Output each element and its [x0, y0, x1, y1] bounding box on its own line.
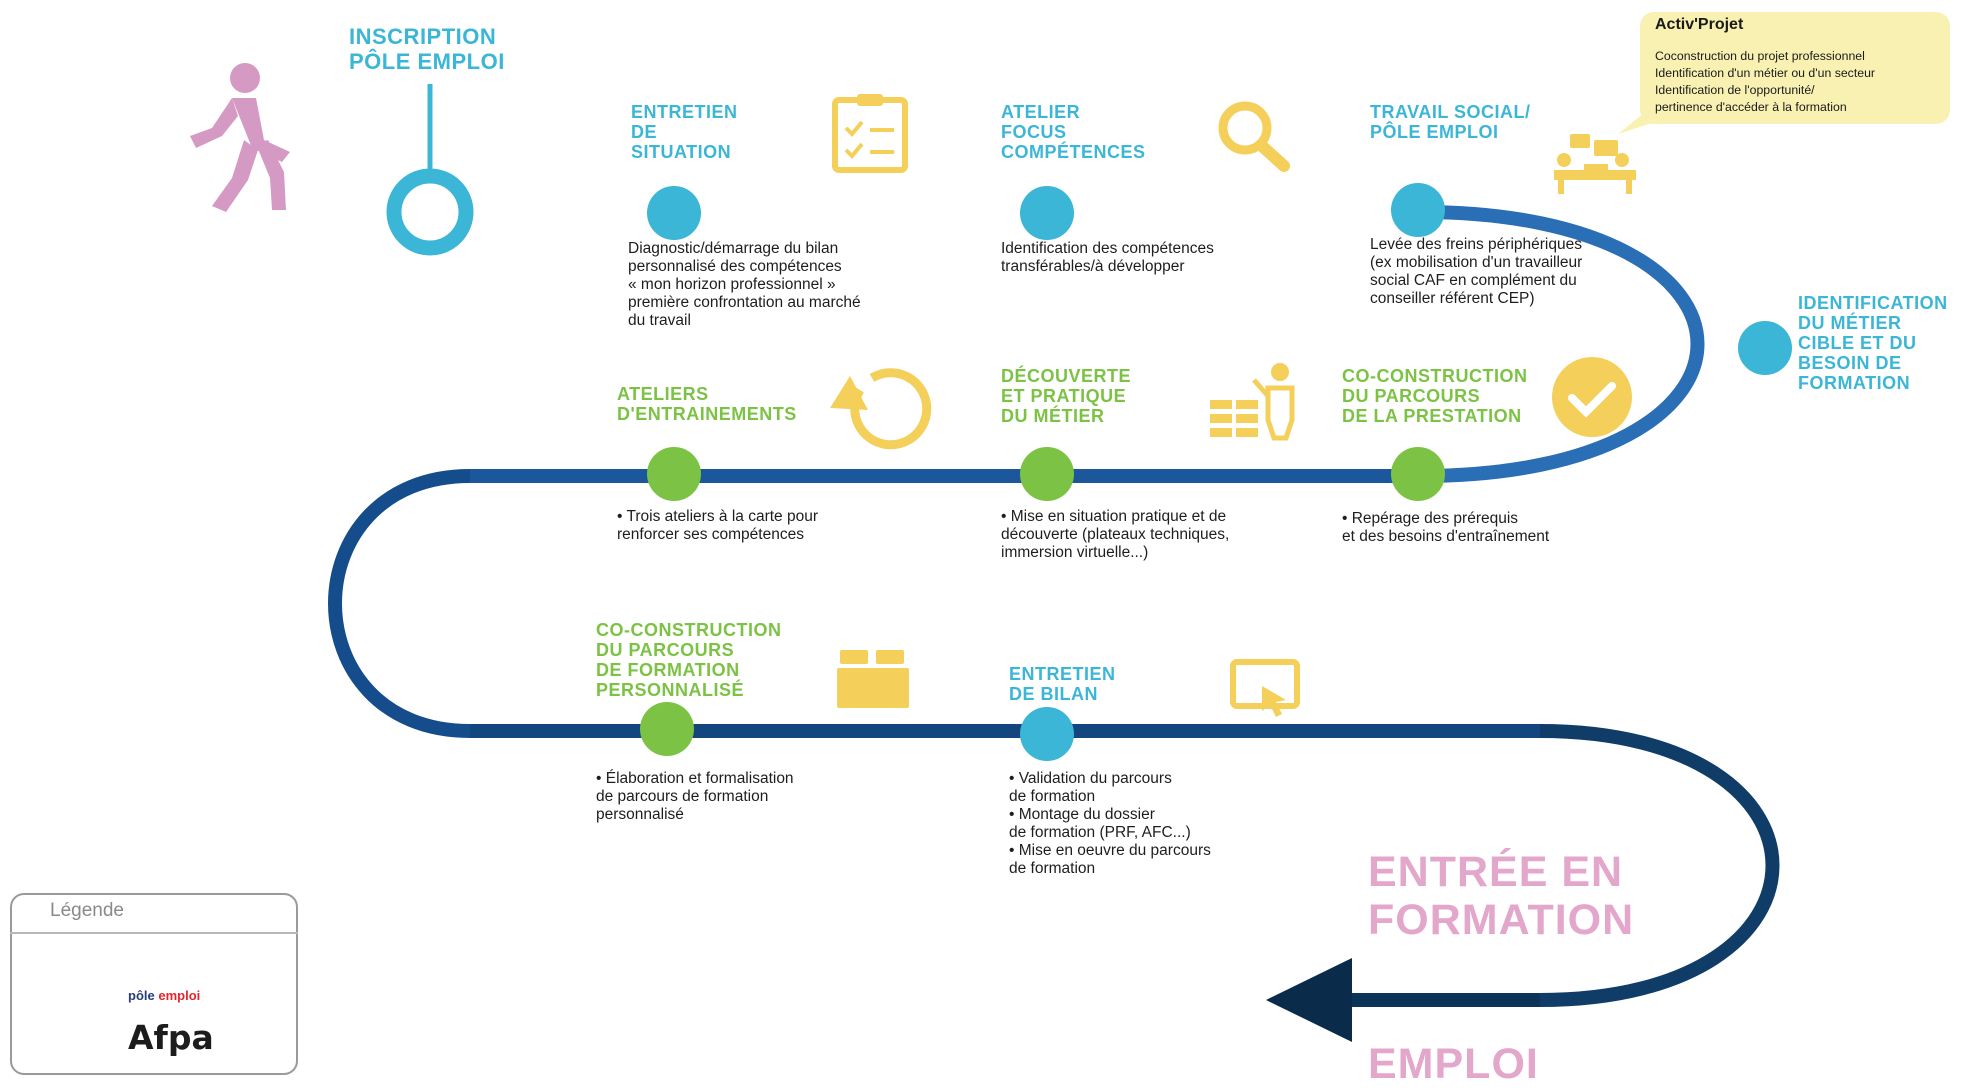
- building-blocks-icon: [837, 650, 909, 708]
- refresh-icon: [830, 368, 932, 450]
- step-title-entretien-bilan: ENTRETIEN DE BILAN: [1009, 664, 1116, 704]
- arrow-head: [1266, 958, 1352, 1042]
- legend-pole-emploi-label: pôle emploi: [128, 988, 200, 1003]
- step-title-co-construction-prestation: CO-CONSTRUCTION DU PARCOURS DE LA PRESTA…: [1342, 366, 1528, 426]
- path-curve-right-2: [1539, 724, 1780, 1007]
- legend-title: Légende: [50, 900, 124, 921]
- start-marker-ring: [386, 168, 474, 256]
- step-title-travail-social: TRAVAIL SOCIAL/ PÔLE EMPLOI: [1370, 102, 1531, 142]
- check-badge-icon: [1552, 357, 1632, 437]
- step-dot-identification: [1738, 321, 1792, 375]
- step-text-co-construction-prestation: • Repérage des prérequis et des besoins …: [1342, 510, 1550, 545]
- step-title-ateliers: ATELIERS D'ENTRAINEMENTS: [617, 384, 797, 424]
- step-dot-entretien-bilan: [1020, 707, 1074, 761]
- magnifier-icon: [1218, 101, 1290, 172]
- step-title-co-construction-formation: CO-CONSTRUCTION DU PARCOURS DE FORMATION…: [596, 620, 782, 700]
- step-text-atelier-focus: Identification des compétences transféra…: [1001, 240, 1214, 275]
- step-text-co-construction-formation: • Élaboration et formalisation de parcou…: [596, 770, 794, 823]
- step-text-decouverte: • Mise en situation pratique et de décou…: [1001, 508, 1230, 561]
- step-text-travail-social: Levée des freins périphériques (ex mobil…: [1370, 236, 1583, 307]
- callout-text: Coconstruction du projet professionnel I…: [1655, 49, 1876, 114]
- path-curve-right-1: [1419, 205, 1705, 483]
- touch-screen-icon: [1230, 659, 1300, 717]
- step-dot-entretien-situation: [647, 186, 701, 240]
- callout-title: Activ'Projet: [1655, 16, 1744, 33]
- meeting-icon: [1554, 134, 1636, 194]
- step-dot-co-construction-prestation: [1391, 447, 1445, 501]
- legend-pole-label-accent: emploi: [158, 988, 201, 1003]
- step-dot-atelier-focus: [1020, 186, 1074, 240]
- step-title-atelier-focus: ATELIER FOCUS COMPÉTENCES: [1001, 102, 1146, 162]
- start-title: INSCRIPTION PÔLE EMPLOI: [349, 24, 505, 74]
- step-title-decouverte: DÉCOUVERTE ET PRATIQUE DU MÉTIER: [1001, 366, 1132, 426]
- legend-pole-label-main: pôle: [128, 988, 155, 1003]
- step-text-ateliers: • Trois ateliers à la carte pour renforc…: [617, 508, 818, 543]
- end-emploi-label: EMPLOI: [1368, 1040, 1539, 1088]
- step-dot-travail-social: [1391, 183, 1445, 237]
- step-dot-decouverte: [1020, 447, 1074, 501]
- person-walking-icon: [190, 63, 290, 212]
- legend-box: [10, 893, 298, 1075]
- step-title-identification: IDENTIFICATION DU MÉTIER CIBLE ET DU BES…: [1798, 293, 1948, 393]
- legend-afpa-label: Afpa: [128, 1018, 214, 1057]
- step-dot-co-construction-formation: [640, 702, 694, 756]
- clipboard-checklist-icon: [832, 94, 908, 173]
- step-title-entretien-situation: ENTRETIEN DE SITUATION: [631, 102, 738, 162]
- bricklayer-icon: [1210, 363, 1295, 441]
- step-text-entretien-situation: Diagnostic/démarrage du bilan personnali…: [628, 240, 861, 329]
- path-curve-left: [328, 469, 471, 738]
- legend-divider: [10, 932, 298, 934]
- step-dot-ateliers: [647, 447, 701, 501]
- activ-projet-callout: [1640, 12, 1950, 124]
- step-text-entretien-bilan: • Validation du parcours de formation • …: [1009, 770, 1211, 877]
- end-formation-label: ENTRÉE EN FORMATION: [1368, 848, 1635, 944]
